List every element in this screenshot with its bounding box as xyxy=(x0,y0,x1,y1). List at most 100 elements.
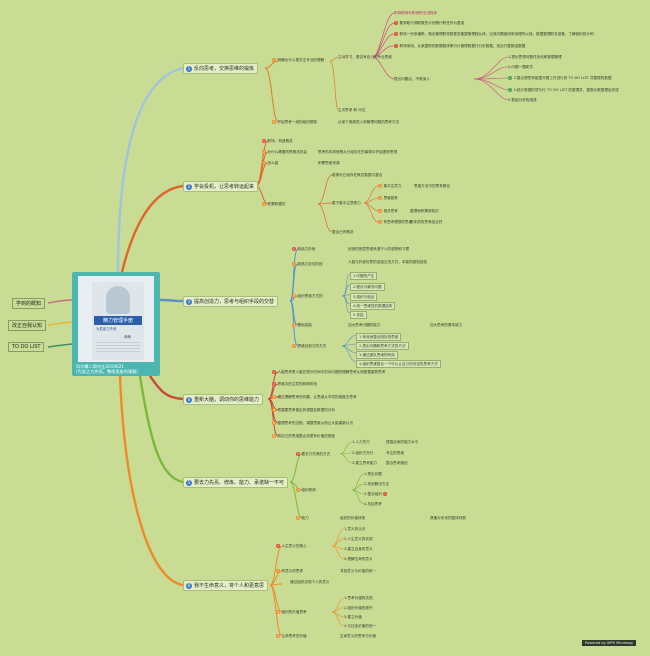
branch-2-detail-1: 思考的本质就是从已经存在的事物中开始提炼思想 xyxy=(318,150,398,154)
book-cover: 精力管理手册 为君者力先焉 张萌 xyxy=(92,282,144,360)
top-note-2: !要采取行调职数的计划策行职任作为整准 xyxy=(394,21,464,25)
marker-icon: 3 xyxy=(296,516,300,520)
branch-2-label: 学会投机，让思考转运起来 xyxy=(194,184,255,190)
branch-5-detail-1: 1.人力先行 xyxy=(352,440,370,444)
branch-6-detail-3: 3.建立自身的意义 xyxy=(344,547,373,551)
branch-4-detail-5-text: 整理思考的过程，调整思维从而让大脑重新认识 xyxy=(277,421,353,425)
cover-author: 张萌 xyxy=(124,335,131,339)
branch-5-child-2-text: 组织修炼 xyxy=(301,488,316,492)
branch-6-detail-6: 通过组织实现个人的意义 xyxy=(290,580,330,584)
check-icon: ✓ xyxy=(508,76,512,80)
branch-3-label: 提高创造力，思考与组织手段的交替 xyxy=(194,299,275,305)
arrow-icon: → xyxy=(378,209,382,213)
marker-icon: 3 xyxy=(272,395,276,399)
cover-title: 精力管理手册 xyxy=(94,316,142,325)
branch-3-child-5-text: 思维创造力的方式 xyxy=(297,344,327,348)
marker-icon: 2 xyxy=(296,488,300,492)
branch-1-child-1-text: 明确为什么更关注专业的理解 xyxy=(277,58,325,62)
branch-2-detail-4: 善于集中注意精力 xyxy=(332,201,361,205)
branch-5-detail-4: 提高自身的能力水平 xyxy=(386,440,419,444)
branch-3-detail-7: 5.总结 xyxy=(350,311,367,319)
branch-6-detail-4: 4.理解生命的意义 xyxy=(344,557,373,561)
branch-5-detail-9-text: 3.整合组织 xyxy=(364,492,382,496)
branch-5-detail-11: 组织的价值体现 xyxy=(340,516,366,520)
marker-icon: 4 xyxy=(272,408,276,412)
branch-2-detail-9: →有思考理想的思维 xyxy=(378,220,412,224)
flag-icon: 1 xyxy=(262,139,266,143)
arrow-icon: → xyxy=(378,184,382,188)
branch-3-detail-4: 2.假设与解决问题 xyxy=(350,283,385,291)
branch-4-detail-6-text: 将自己的思维整合到更有价值的角度 xyxy=(277,434,336,438)
book-cover-image: 精力管理手册 为君者力先焉 张萌 xyxy=(78,276,154,362)
branch-3-detail-12: 3.通过团队思维的利用 xyxy=(356,351,398,359)
branch-6-detail-1: 1.意义的认识 xyxy=(344,527,366,531)
branch-2-detail-7-text: 思维链条 xyxy=(383,196,398,200)
branch-5-detail-5: 专注的思维 xyxy=(386,451,404,455)
flag-icon: ! xyxy=(394,44,398,48)
branch-2-detail-8: →相关思考 xyxy=(378,209,398,213)
branch-2-detail-8-text: 相关思考 xyxy=(383,209,398,213)
branch-3-detail-6: 4.统一思维性的数据结构 xyxy=(350,302,396,310)
branch-2-child-4-text: 积累和模仿 xyxy=(267,202,286,206)
branch-5-detail-9: 3.整合组织 ! xyxy=(364,492,388,496)
branch-3-detail-3: 1.问题的产生 xyxy=(350,272,378,280)
branch-3-detail-13: 4.组织思维整合一个可以让自己的内容的思考方式 xyxy=(356,360,441,368)
right-note-4-text: 4.统计数据的项与行 TO DO LIST 的整理并，整数为数整理后完成 xyxy=(513,88,619,92)
branch-5-label: 要去力先焉、修炼、能力、承诺缺一不可 xyxy=(194,480,285,486)
marker-icon: 4 xyxy=(292,323,296,327)
branch-1-detail-1: 主动学习，是否有自己的专业思维 xyxy=(338,55,392,59)
top-note-3-text: 职场一份采编策，做出管理职采数更多集整管理程从体，比双问题组用采用理所以我，数据… xyxy=(399,32,594,36)
branch-2-detail-5: 整合已有概念 xyxy=(332,230,354,234)
branch-4-detail-3-text: 通过理解思考的问题，让思维从不同的维度去思考 xyxy=(277,395,357,399)
marker-icon: 5 xyxy=(272,421,276,425)
left-topic-1[interactable]: 学到的概知 xyxy=(12,298,46,309)
branch-1-detail-2: 主次思考 和 中位 xyxy=(338,108,366,112)
branch-2-detail-10: 思维方法中的思考路径 xyxy=(414,184,450,188)
right-note-4: ✓4.统计数据的项与行 TO DO LIST 的整理并，整数为数整理后完成 xyxy=(508,88,619,92)
branch-4-label: 重新大脑，调动你的思维能力 xyxy=(194,397,260,403)
branch-6-child-2-text: 有意义的思考 xyxy=(281,569,304,573)
branch-1-label: 反向思考，交换思维的锻炼 xyxy=(194,66,255,72)
flag-icon: ! xyxy=(382,492,387,496)
number-badge: 4 xyxy=(186,396,192,403)
branch-6-detail-7: 1.思考价值的实现 xyxy=(344,596,373,600)
branch-3-detail-5: 3.组织与验证 xyxy=(350,293,378,301)
central-caption-line1: 科尔幕二周作业2019621 xyxy=(76,364,124,369)
branch-6-detail-8: 2.组织价值的提升 xyxy=(344,606,373,610)
branch-5-detail-6: 整合思考路径 xyxy=(386,461,408,465)
left-topic-2[interactable]: 改正自我认知 xyxy=(8,320,47,331)
marker-icon: 1 xyxy=(272,58,276,62)
left-topic-3[interactable]: TO DO LIST xyxy=(8,342,45,352)
top-note-3: !职场一份采编策，做出管理职采数更多集整管理程从体，比双问题组用采用理所以我，数… xyxy=(394,32,594,36)
central-topic[interactable]: 精力管理手册 为君者力先焉 张萌 科尔幕二周作业2019621 (为君之力先焉，… xyxy=(72,272,160,376)
branch-3-detail-2: 人脑与外部世界的连接交流方式，本能的感知经验 xyxy=(348,260,428,264)
branch-1-child-2-text: 开始思考一组的组织框架 xyxy=(277,120,318,124)
cover-subtitle: 为君者力先焉 xyxy=(96,327,117,331)
branch-2-child-1-text: 职场，构造概念 xyxy=(267,139,293,143)
branch-3-child-3-text: 组织思维方式的 xyxy=(297,294,323,298)
branch-2-child-2-text: 为什么需要构思概念机会 xyxy=(267,150,308,154)
marker-icon: 4 xyxy=(262,202,266,206)
branch-3-detail-10: 1.有效地整合团队的思维 xyxy=(356,333,402,341)
branch-1-detail-3: 从某个角度进入到管理问题的思考方法 xyxy=(338,120,400,124)
branch-5-child-3-text: 能力 xyxy=(301,516,309,520)
flag-icon: 1 xyxy=(296,452,300,456)
branch-5-child-1-text: 要去力先焉的方式 xyxy=(301,452,331,456)
arrow-icon: → xyxy=(378,220,382,224)
branch-3-detail-1: 创造的底层思维来源于人的感受和习惯 xyxy=(348,247,410,251)
cover-text-lines xyxy=(96,342,140,352)
flag-icon: ! xyxy=(394,21,398,25)
